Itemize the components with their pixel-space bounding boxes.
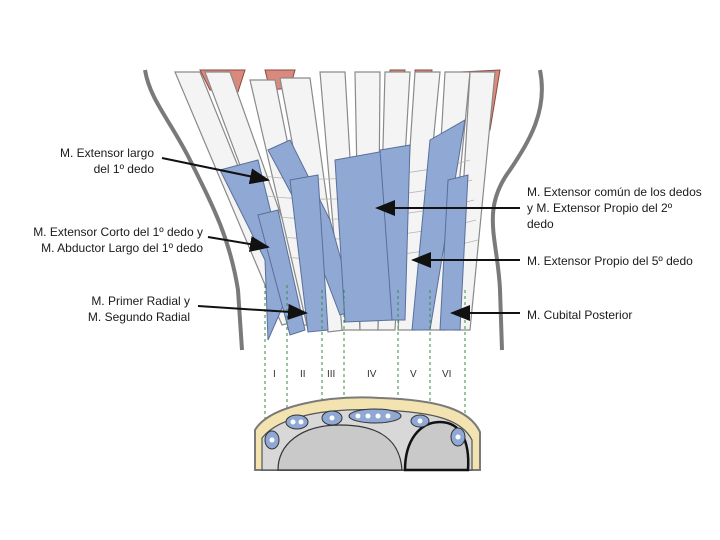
label-primer-radial: M. Primer Radial y M. Segundo Radial xyxy=(87,294,190,324)
compartment-label-vi: VI xyxy=(442,369,452,380)
label-extensor-comun: M. Extensor común de los dedos y M. Exte… xyxy=(527,185,702,231)
compartment-guides xyxy=(264,285,466,430)
label-extensor-corto: M. Extensor Corto del 1º dedo y M. Abduc… xyxy=(33,225,203,255)
synovial-sheaths xyxy=(219,119,469,341)
compartment-label-iii: III xyxy=(327,369,336,380)
compartment-label-iv: IV xyxy=(367,369,377,380)
compartment-label-i: I xyxy=(273,369,276,380)
wrist-cross-section xyxy=(254,396,481,472)
pointer-arrows xyxy=(161,157,520,321)
compartment-label-v: V xyxy=(410,369,417,380)
arrow-extensor-corto xyxy=(207,236,270,252)
label-cubital-posterior: M. Cubital Posterior xyxy=(527,308,633,322)
label-extensor-propio-5: M. Extensor Propio del 5º dedo xyxy=(527,254,693,268)
label-extensor-largo: M. Extensor largo del 1º dedo xyxy=(59,146,154,176)
arrow-primer-radial xyxy=(197,303,308,320)
arrow-extensor-largo xyxy=(161,157,270,185)
compartment-label-ii: II xyxy=(300,369,306,380)
